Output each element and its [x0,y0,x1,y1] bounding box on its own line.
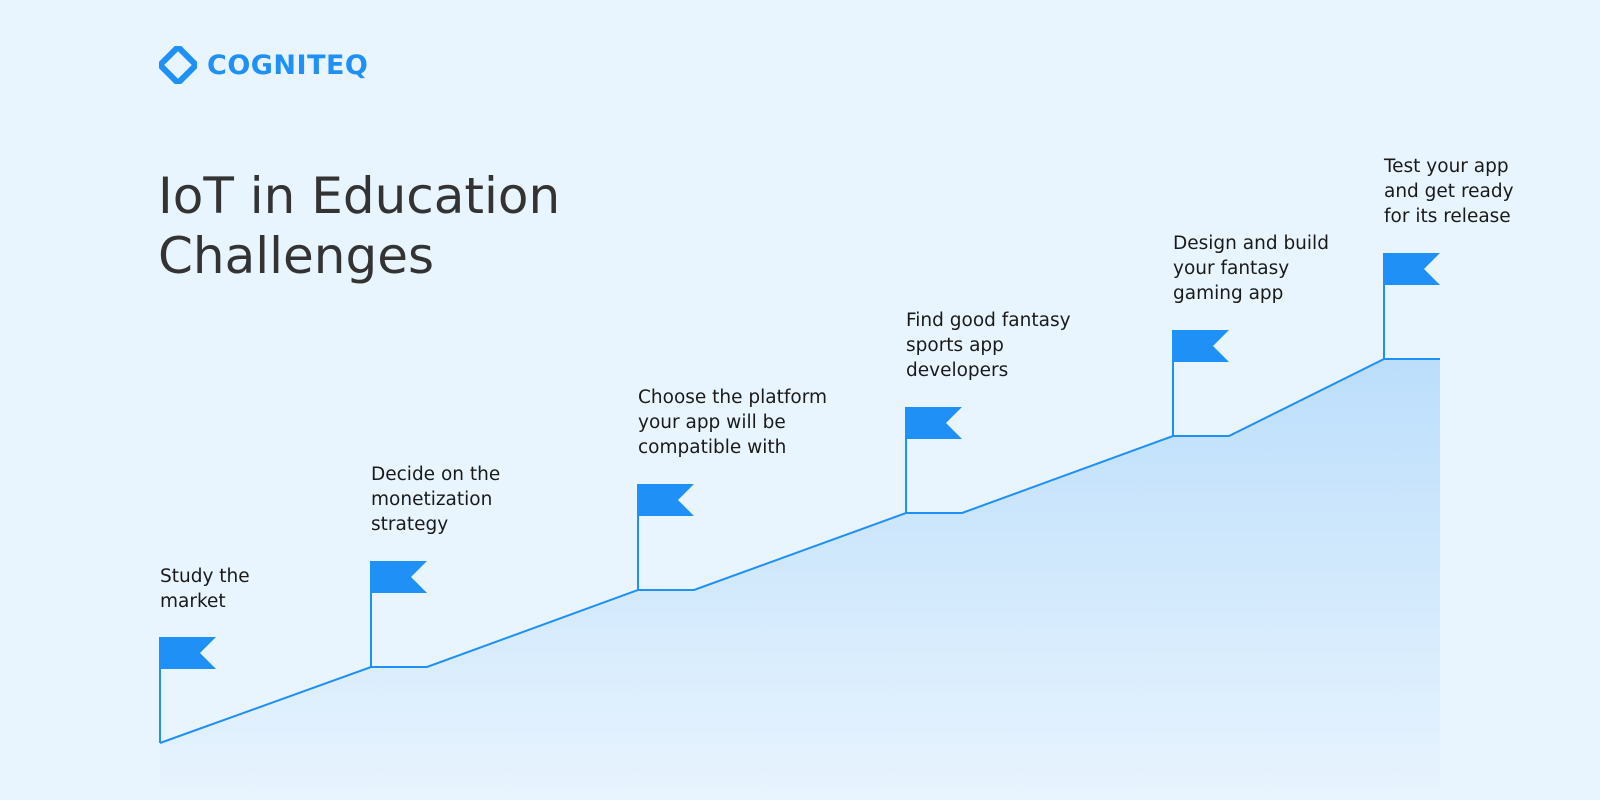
step-label-line: Test your app [1384,156,1509,177]
flag-banner [1384,253,1440,285]
flag-icon [905,407,962,513]
step-label-6: Test your app and get ready for its releas… [1384,154,1514,229]
step-label-line: developers [906,360,1009,381]
diamond-logo-icon [159,46,197,84]
step-label-1: Study the market [160,564,250,614]
flag-banner [371,561,427,593]
flag-banner [160,637,216,669]
brand-logo: COGNITEQ [159,46,368,84]
brand-name: COGNITEQ [207,49,369,81]
flag-banner [638,484,694,516]
step-label-line: Find good fantasy [906,310,1071,331]
step-label-line: Choose the platform [638,387,828,408]
flag-banner [906,407,962,439]
title-line-1: IoT in Education [158,167,561,225]
flag-icon [637,484,694,590]
step-label-line: Decide on the [371,464,501,485]
step-label-2: Decide on the monetization strategy [371,462,500,537]
flag-icon [370,561,427,667]
step-label-line: your app will be [638,412,786,433]
step-label-line: strategy [371,514,449,535]
step-label-line: Study the [160,566,250,587]
step-label-line: compatible with [638,437,787,458]
page-title: IoT in Education Challenges [158,166,618,286]
step-label-4: Find good fantasy sports app developers [906,308,1071,383]
step-label-line: and get ready [1384,181,1514,202]
step-label-3: Choose the platform your app will be compa… [638,385,827,460]
step-label-line: gaming app [1173,283,1284,304]
step-label-line: for its release [1384,206,1511,227]
step-label-line: sports app [906,335,1004,356]
step-label-line: market [160,591,226,612]
step-label-5: Design and build your fantasy gaming app [1173,231,1329,306]
flags [159,253,1440,743]
flag-banner [1173,330,1229,362]
title-line-2: Challenges [158,227,435,285]
flag-icon [1383,253,1440,359]
step-label-line: your fantasy [1173,258,1290,279]
step-label-line: Design and build [1173,233,1329,254]
step-label-line: monetization [371,489,493,510]
flag-icon [1172,330,1229,436]
flag-icon [159,637,216,743]
progress-area [160,359,1440,800]
